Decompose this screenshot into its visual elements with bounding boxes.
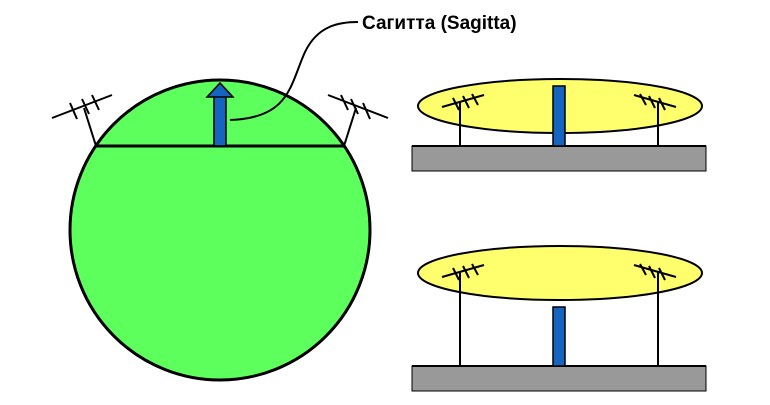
fresnel-view-clear	[411, 245, 707, 392]
yagi-antenna-icon	[441, 263, 485, 366]
yagi-antenna-icon	[441, 93, 485, 146]
yagi-antenna-icon	[633, 93, 677, 146]
fresnel-zone-ellipse	[417, 245, 703, 301]
yagi-antenna-icon	[327, 94, 389, 147]
ground-strip	[411, 365, 707, 392]
yagi-antenna-icon	[51, 94, 113, 147]
fresnel-view-obstructed	[411, 78, 707, 172]
earth-circle	[68, 78, 372, 382]
label-leader-line	[229, 21, 359, 121]
up-arrow-icon	[205, 81, 235, 147]
yagi-antenna-icon	[633, 263, 677, 366]
ground-strip	[411, 145, 707, 172]
obstruction-mast	[552, 306, 566, 367]
obstruction-mast	[552, 85, 566, 147]
earth-view: Сагитта (Sagitta)	[51, 13, 517, 382]
sagitta-label: Сагитта (Sagitta)	[362, 13, 517, 34]
